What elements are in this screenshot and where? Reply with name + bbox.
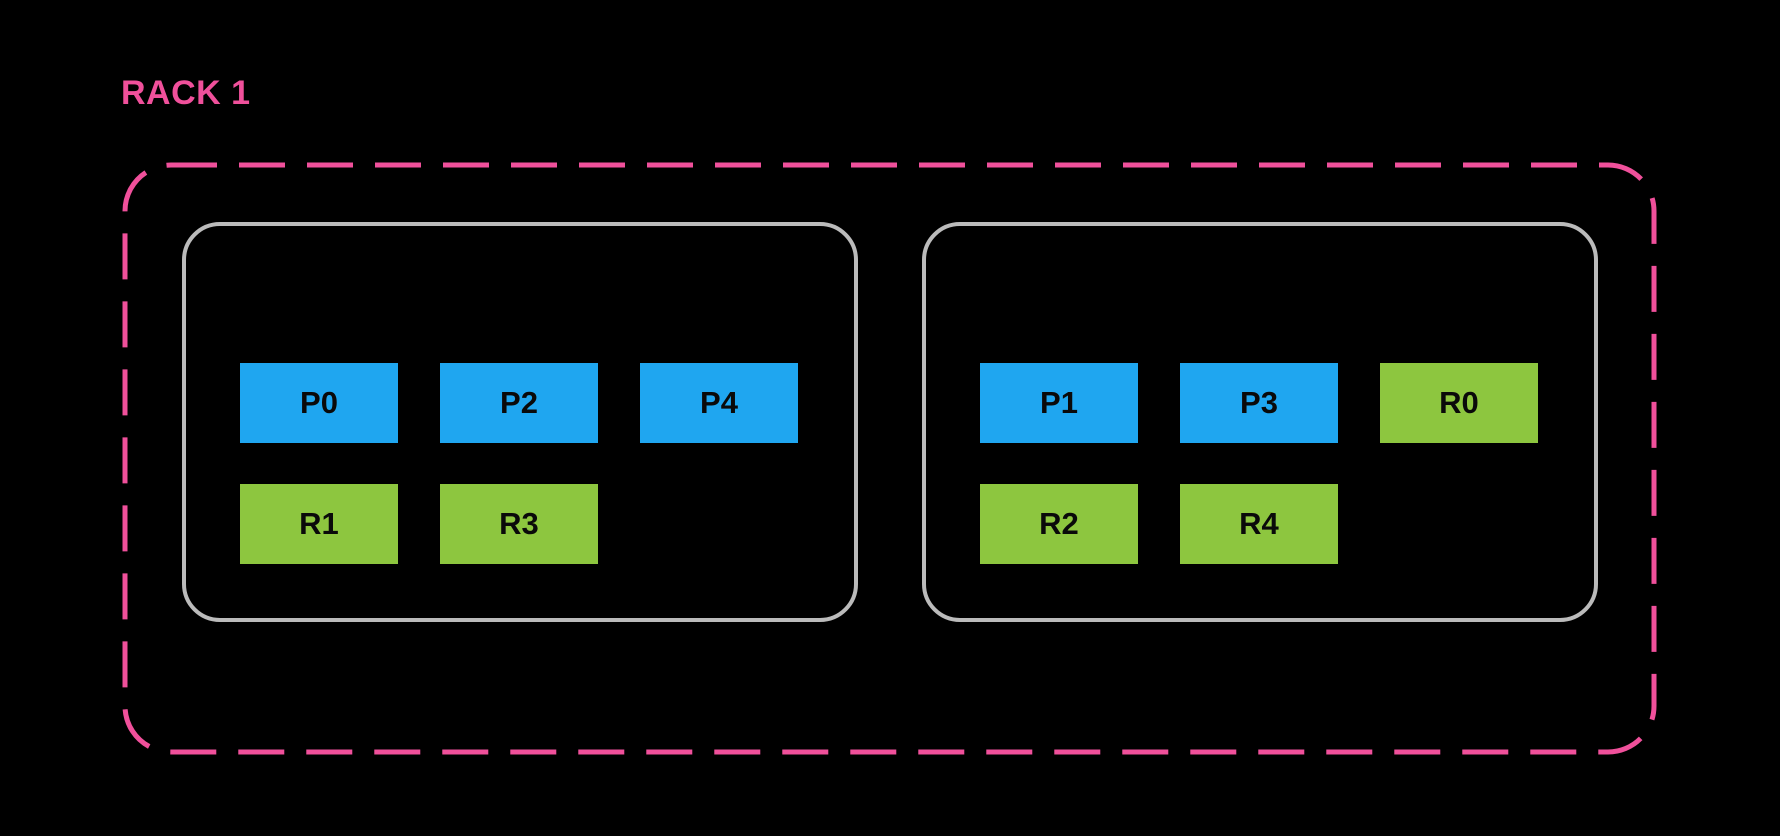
slot-p3: P3 xyxy=(1180,363,1338,443)
dashed-rect xyxy=(122,162,1657,755)
slot-p1: P1 xyxy=(980,363,1138,443)
slot-p0: P0 xyxy=(240,363,398,443)
slot-p2: P2 xyxy=(440,363,598,443)
rack-title: RACK 1 xyxy=(121,74,251,112)
node-2-container: P1 P3 R0 R2 R4 xyxy=(922,222,1598,622)
node-1-container: P0 P2 P4 R1 R3 xyxy=(182,222,858,622)
slot-r4: R4 xyxy=(1180,484,1338,564)
slot-r0: R0 xyxy=(1380,363,1538,443)
slot-r2: R2 xyxy=(980,484,1138,564)
slot-p4: P4 xyxy=(640,363,798,443)
slot-r1: R1 xyxy=(240,484,398,564)
rack-boundary-dashed-border xyxy=(122,162,1657,755)
slot-r3: R3 xyxy=(440,484,598,564)
